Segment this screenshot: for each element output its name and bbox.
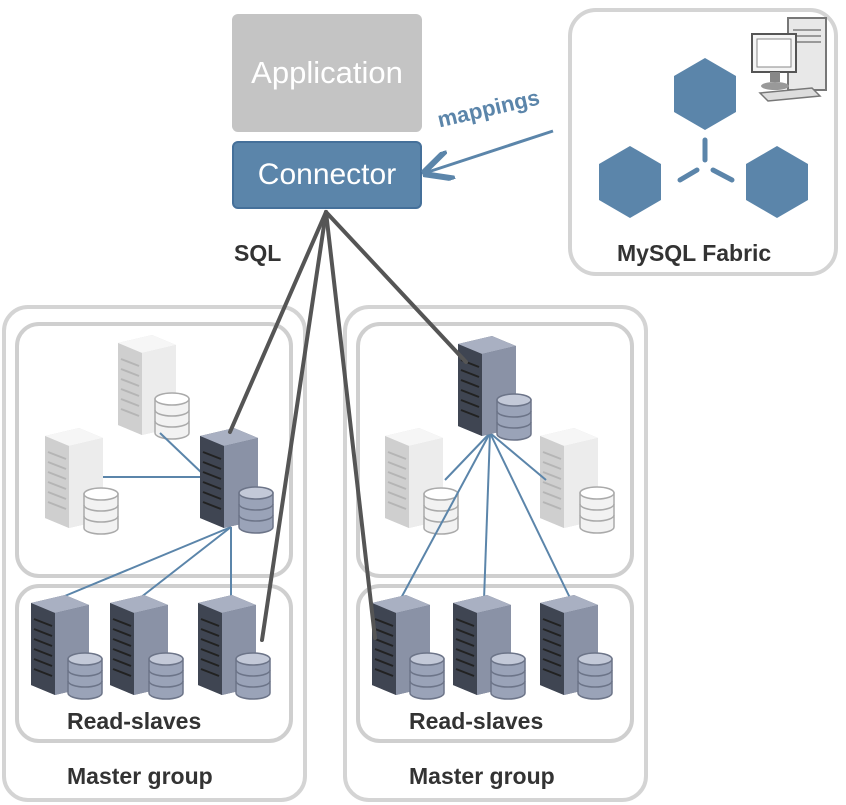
hexagon-icon xyxy=(746,146,808,218)
database-icon xyxy=(148,652,184,700)
master-inner-right xyxy=(356,322,634,578)
mappings-arrow xyxy=(428,129,554,172)
master-group-label-right: Master group xyxy=(409,763,555,789)
read-slaves-box-right xyxy=(356,584,634,743)
application-box: Application xyxy=(232,14,422,132)
fabric-box xyxy=(568,8,838,276)
connector-box: Connector xyxy=(232,141,422,209)
read-slaves-label-right: Read-slaves xyxy=(409,708,544,734)
application-label: Application xyxy=(251,55,403,90)
database-icon xyxy=(496,393,532,441)
master-group-left xyxy=(2,305,307,802)
read-slaves-label-left: Read-slaves xyxy=(67,708,202,734)
hexagon-icon xyxy=(599,146,661,218)
computer-icon xyxy=(751,17,827,102)
connector-label: Connector xyxy=(257,158,397,191)
database-icon xyxy=(238,486,274,534)
database-icon xyxy=(83,487,119,535)
database-icon xyxy=(423,487,459,535)
sql-connections xyxy=(228,210,468,642)
sql-label: SQL xyxy=(234,240,282,266)
database-icon xyxy=(154,392,190,440)
database-icon xyxy=(579,486,615,534)
database-icon xyxy=(67,652,103,700)
database-icon xyxy=(409,652,445,700)
master-group-label-left: Master group xyxy=(67,763,213,789)
hexagon-icon xyxy=(674,58,736,130)
fabric-hexagons xyxy=(599,58,808,218)
database-icon xyxy=(490,652,526,700)
master-group-right xyxy=(343,305,648,802)
fabric-label: MySQL Fabric xyxy=(617,240,772,266)
database-icon xyxy=(577,652,613,700)
database-icon xyxy=(235,652,271,700)
